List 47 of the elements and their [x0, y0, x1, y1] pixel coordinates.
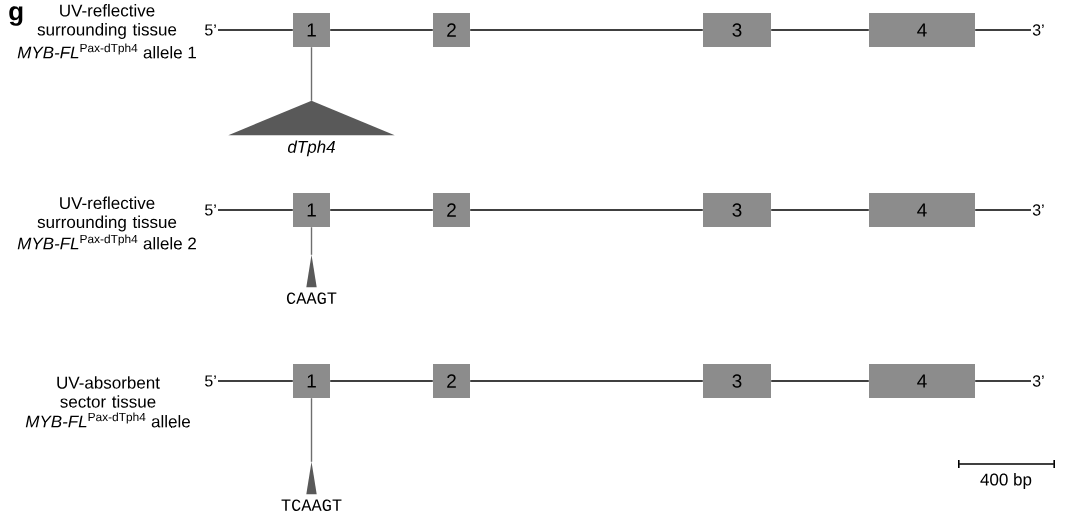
exon-box: 2: [433, 13, 470, 47]
insertion-triangle: dTph4: [228, 100, 395, 157]
gene-line: [469, 209, 704, 211]
exon-box: 3: [703, 13, 771, 47]
gene-line: [770, 380, 870, 382]
panel-letter: g: [9, 6, 23, 26]
end-label: 5’: [205, 204, 216, 216]
exon-box: 4: [869, 193, 975, 227]
connector-line: [310, 397, 313, 463]
end-label: 5’: [205, 375, 216, 387]
end-label: 3’: [1032, 375, 1044, 387]
gene-line: [217, 209, 294, 211]
end-label: 3’: [1032, 204, 1044, 216]
gene-line: [770, 29, 870, 31]
scale-label: 400 bp: [980, 473, 1032, 489]
gene-line: [329, 380, 434, 382]
gene-line: [217, 29, 294, 31]
node-label: TCAAGT: [281, 499, 342, 511]
gene-line: [329, 209, 434, 211]
exon-box: 4: [869, 364, 975, 398]
exon-box: 1: [293, 364, 330, 398]
gene-line: [974, 209, 1032, 211]
genotype-label: MYB-FL$^{Pax-dTph4}$ allele: [25, 412, 190, 428]
exon-box: 4: [869, 13, 975, 47]
gene-line: [469, 380, 704, 382]
end-label: 5’: [205, 24, 216, 36]
connector-line: [310, 46, 313, 102]
exon-box: 2: [433, 193, 470, 227]
node-label: CAAGT: [286, 292, 337, 304]
exon-box: 2: [433, 364, 470, 398]
gene-line: [469, 29, 704, 31]
gene-line: [217, 380, 294, 382]
gene-line: [974, 380, 1032, 382]
insertion-mark: TCAAGT: [281, 461, 342, 511]
node-label: dTph4: [287, 140, 335, 157]
exon-box: 3: [703, 193, 771, 227]
genotype-label: MYB-FL$^{Pax-dTph4}$ allele 2: [17, 234, 196, 250]
gene-line: [770, 209, 870, 211]
genotype-label: MYB-FL$^{Pax-dTph4}$ allele 1: [17, 43, 196, 59]
insertion-mark: CAAGT: [286, 254, 337, 304]
connector-line: [310, 226, 313, 256]
gene-line: [329, 29, 434, 31]
exon-box: 1: [293, 193, 330, 227]
end-label: 3’: [1032, 24, 1044, 36]
exon-box: 3: [703, 364, 771, 398]
gene-line: [974, 29, 1032, 31]
exon-box: 1: [293, 13, 330, 47]
